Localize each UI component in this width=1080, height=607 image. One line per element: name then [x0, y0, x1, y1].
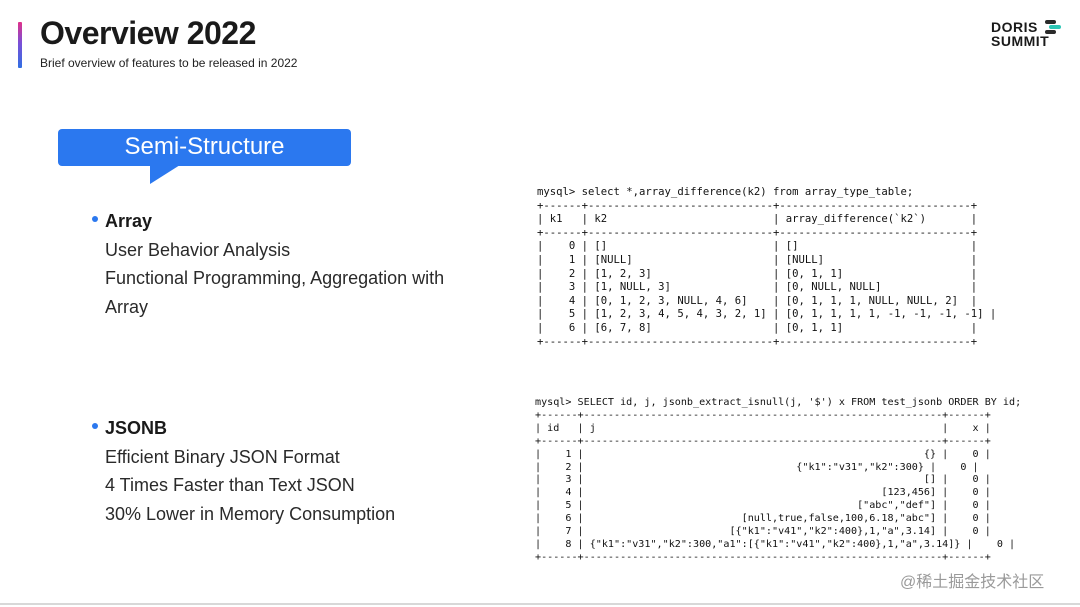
table-header: | k1 | k2 | array_difference(`k2`) |: [537, 213, 978, 226]
table-row: | 7 | [{"k1":"v41","k2":400},1,"a",3.14]…: [535, 526, 991, 538]
table-border: +------+--------------------------------…: [535, 435, 991, 447]
doris-summit-logo: DORIS SUMMIT: [991, 19, 1066, 49]
table-border: +------+-----------------------------+--…: [537, 335, 978, 348]
table-row: | 5 | [1, 2, 3, 4, 5, 4, 3, 2, 1] | [0, …: [537, 308, 997, 321]
table-row: | 2 | [1, 2, 3] | [0, 1, 1] |: [537, 267, 978, 280]
section-tag: Semi-Structure: [58, 129, 351, 166]
table-row: | 4 | [123,456] | 0 |: [535, 487, 991, 499]
section-tag-label: Semi-Structure: [124, 133, 285, 160]
table-border: +------+--------------------------------…: [535, 551, 991, 563]
table-row: | 8 | {"k1":"v31","k2":300,"a1":[{"k1":"…: [535, 538, 1016, 550]
table-header: | id | j | x |: [535, 422, 991, 434]
logo-line-2: SUMMIT: [991, 33, 1050, 49]
query-prompt: mysql> SELECT id, j, jsonb_extract_isnul…: [535, 397, 1022, 408]
table-border: +------+-----------------------------+--…: [537, 226, 978, 239]
bullet-line: User Behavior Analysis: [105, 240, 291, 260]
bullet-line: Functional Programming, Aggregation with: [105, 268, 445, 288]
table-row: | 3 | [1, NULL, 3] | [0, NULL, NULL] |: [537, 281, 978, 294]
bullet-title-array: Array: [105, 211, 153, 231]
logo-line-1: DORIS: [991, 19, 1038, 35]
query-prompt: mysql> select *,array_difference(k2) fro…: [537, 186, 914, 198]
array-query-output: mysql> select *,array_difference(k2) fro…: [537, 186, 996, 349]
bullet-line: Array: [105, 297, 149, 317]
jsonb-query-output: mysql> SELECT id, j, jsonb_extract_isnul…: [535, 397, 1021, 565]
bullet-line: 4 Times Faster than Text JSON: [105, 475, 355, 495]
section-tag-pointer: [150, 165, 180, 184]
bullet-dot-array: [92, 216, 98, 222]
table-border: +------+-----------------------------+--…: [537, 199, 978, 212]
title-accent-bar: [18, 22, 22, 68]
bullet-line: Efficient Binary JSON Format: [105, 447, 340, 467]
logo-mark-icon: [1045, 20, 1061, 34]
table-row: | 5 | ["abc","def"] | 0 |: [535, 500, 991, 512]
table-row: | 0 | [] | [] |: [537, 240, 978, 253]
watermark: @稀土掘金技术社区: [900, 574, 1045, 591]
table-row: | 6 | [null,true,false,100,6.18,"abc"] |…: [535, 513, 991, 525]
footer-divider: [0, 603, 1080, 605]
bullet-line: 30% Lower in Memory Consumption: [105, 504, 396, 524]
table-row: | 1 | [NULL] | [NULL] |: [537, 253, 978, 266]
table-border: +------+--------------------------------…: [535, 409, 991, 421]
page-subtitle: Brief overview of features to be release…: [40, 56, 298, 70]
table-row: | 6 | [6, 7, 8] | [0, 1, 1] |: [537, 321, 978, 334]
table-row: | 1 | {} | 0 |: [535, 448, 991, 460]
page-title: Overview 2022: [40, 15, 256, 51]
table-row: | 2 | {"k1":"v31","k2":300} | 0 |: [535, 461, 979, 473]
bullet-dot-jsonb: [92, 423, 98, 429]
table-row: | 4 | [0, 1, 2, 3, NULL, 4, 6] | [0, 1, …: [537, 294, 978, 307]
bullet-title-jsonb: JSONB: [105, 418, 168, 438]
table-row: | 3 | [] | 0 |: [535, 474, 991, 486]
